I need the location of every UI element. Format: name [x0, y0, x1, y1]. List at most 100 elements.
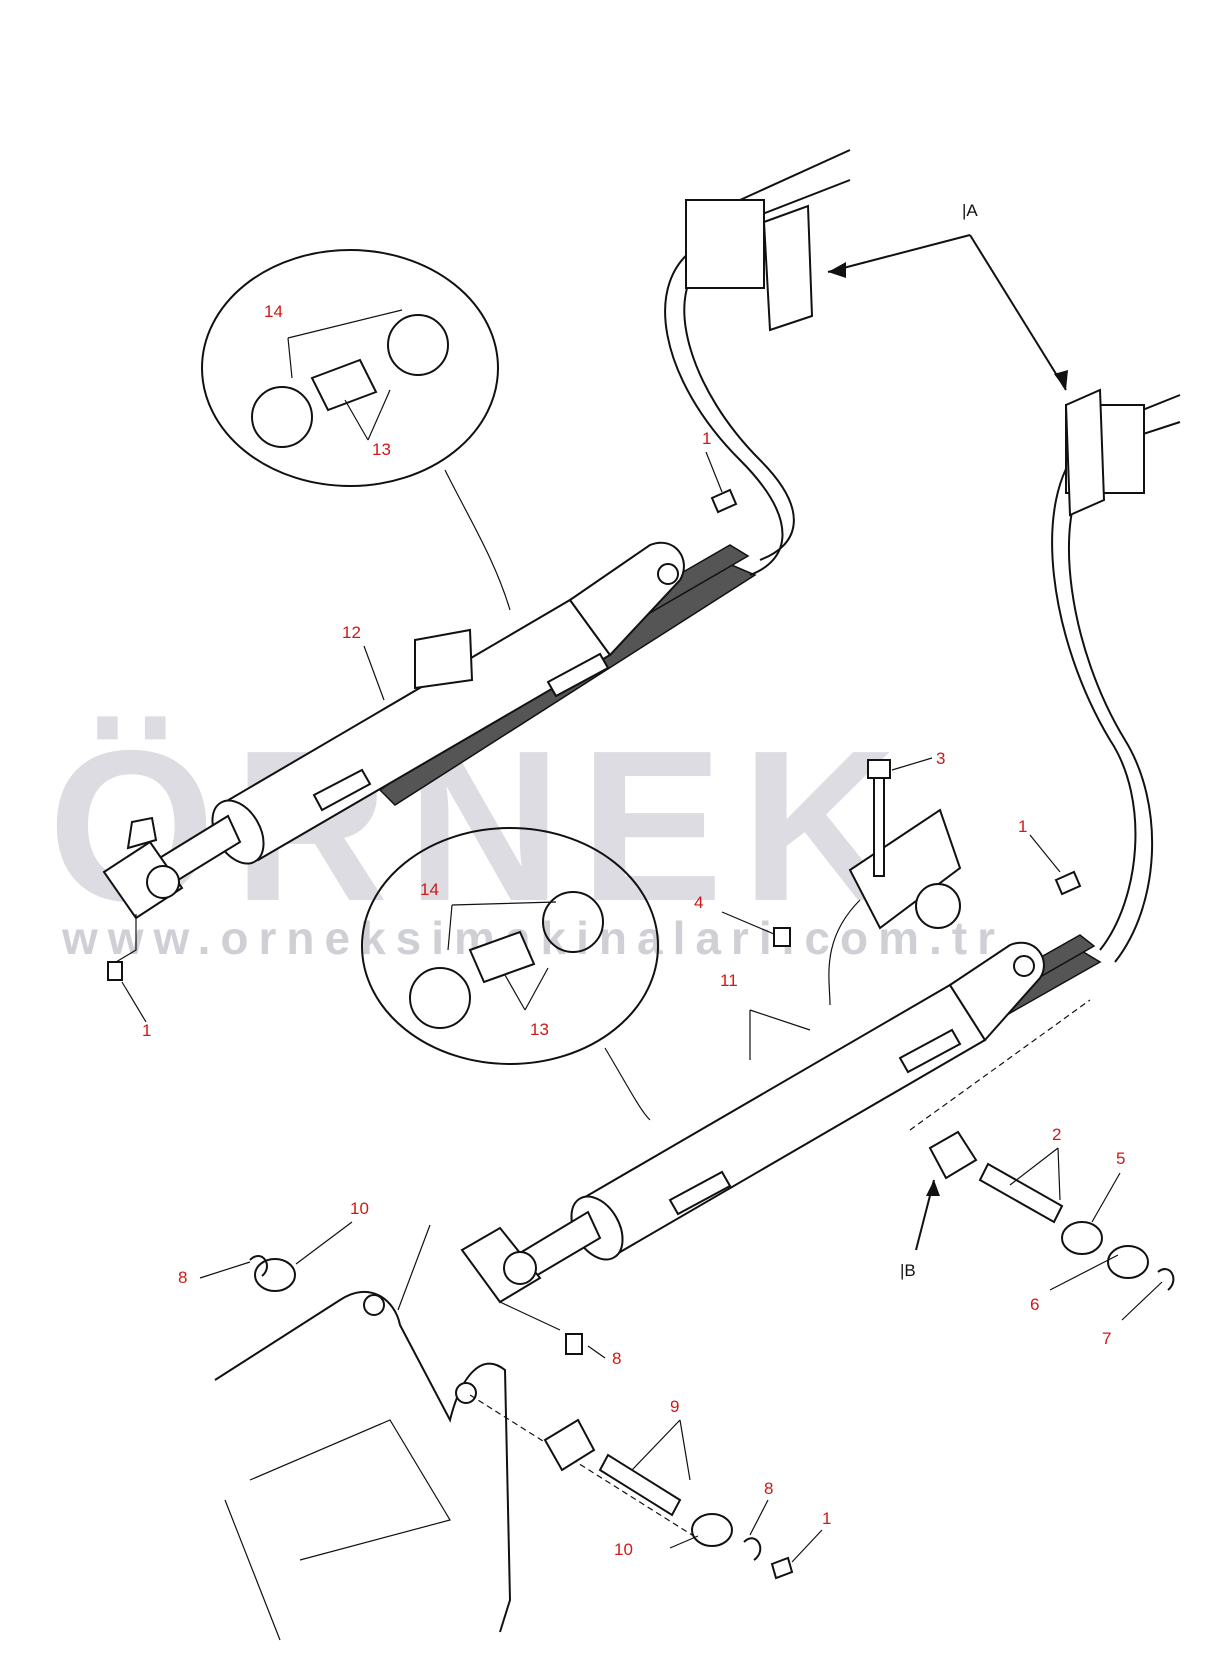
lower-manifold-bracket [1064, 388, 1106, 517]
upper-clevis-bore [657, 563, 679, 585]
label-5-leader [1091, 1172, 1121, 1223]
frame-pin-hole-lower [455, 1382, 477, 1404]
detail-bubble-upper [201, 249, 511, 611]
label-12-leader [363, 645, 385, 701]
washer-10-top [254, 1258, 296, 1292]
callout-labels: 1 1 1 1 2 3 4 5 6 7 8 8 8 9 10 10 11 12 … [142, 201, 1125, 1559]
washer-6 [1107, 1245, 1149, 1279]
pin-right-axis [909, 999, 1091, 1131]
callout-11: 11 [720, 971, 738, 990]
detail-bubble-upper-outline [201, 249, 499, 487]
ref-a-arrows [827, 234, 1068, 391]
hose-upper-a [664, 244, 784, 576]
label-2-leader [1009, 1147, 1061, 1201]
label-1-left-leader [121, 981, 147, 1023]
callout-6: 6 [1030, 1295, 1039, 1314]
hose-clamp-right-middle [542, 891, 604, 953]
hose-clamp-right-upper [387, 314, 449, 376]
grease-nipple-bottom [770, 1556, 794, 1580]
callout-2: 2 [1052, 1125, 1061, 1144]
frame-top-line-2 [759, 179, 851, 216]
hose-sleeve-middle [468, 930, 536, 984]
callout-13-top: 13 [372, 440, 391, 459]
upper-grease-nipple-leader [115, 914, 137, 963]
lower-cylinder [460, 870, 1102, 1304]
leaders-misc [121, 451, 1061, 1023]
hose-lower-a [1051, 444, 1137, 951]
callout-5: 5 [1116, 1149, 1125, 1168]
upper-manifold-bracket [762, 204, 814, 332]
lower-hose-fitting-1 [668, 1170, 732, 1216]
lower-clevis-bore [1013, 955, 1035, 977]
ref-a-arrowhead-upper [828, 262, 846, 278]
snap-ring-8-left [249, 1255, 268, 1277]
pin-lower-axis [469, 1394, 701, 1541]
mounting-bracket [773, 759, 962, 1006]
frame-lower [199, 1221, 823, 1641]
label-4-leader [721, 911, 775, 935]
frame-right-line-2 [1139, 421, 1181, 436]
frame-top-line-1 [739, 149, 851, 201]
pin-9 [598, 1453, 682, 1517]
callout-1-top: 1 [702, 429, 711, 448]
ref-a-arrow-lower [969, 234, 1067, 391]
hose-clamp-left-middle [409, 967, 471, 1029]
bushing-right [928, 1130, 978, 1180]
bracket-boss [915, 883, 961, 929]
bolt-head [867, 759, 891, 779]
callout-1-left: 1 [142, 1021, 151, 1040]
callout-12: 12 [342, 623, 361, 642]
bracket-plate [848, 808, 962, 930]
washer-10-bottom [691, 1513, 733, 1547]
hose-lower-b [1068, 464, 1154, 963]
manifolds [685, 149, 1181, 517]
callout-1-bottom: 1 [822, 1509, 831, 1528]
ref-a-arrowhead-lower [1054, 370, 1068, 390]
callout-4: 4 [694, 893, 703, 912]
boom-frame-inner [249, 1419, 451, 1561]
upper-cylinder-bracket [414, 628, 474, 690]
upper-rod-eye-tab [126, 816, 158, 850]
label-14-leader-upper [287, 309, 403, 379]
detail-bubble-middle [361, 827, 659, 1121]
hose-upper-b [683, 264, 795, 561]
callout-14-top: 14 [264, 302, 283, 321]
rod-eye-pointer [397, 1224, 561, 1331]
upper-rod-eye-bore [146, 865, 180, 899]
label-9-leader [631, 1419, 691, 1481]
ref-b-arrowhead [926, 1180, 940, 1196]
upper-clevis [568, 541, 685, 657]
lower-rod-eye-bore [503, 1251, 537, 1285]
callout-9: 9 [670, 1397, 679, 1416]
label-14-leader-middle [447, 901, 557, 951]
boom-frame-side [224, 1499, 281, 1641]
hose-sleeve-upper [310, 358, 378, 412]
lower-grease-nipple-right [1054, 870, 1082, 896]
callout-13-mid: 13 [530, 1020, 549, 1039]
label-8-bottom-leader [749, 1499, 769, 1536]
label-1-top-leader [705, 451, 723, 493]
detail-bubble-middle-leader [604, 1047, 651, 1121]
washer-5 [1061, 1221, 1103, 1255]
callout-14-mid: 14 [420, 880, 439, 899]
pin-2 [978, 1162, 1064, 1224]
callout-3: 3 [936, 749, 945, 768]
upper-grease-nipple-top [710, 488, 738, 514]
bolt-shank [873, 775, 885, 877]
bushing-lower [543, 1418, 596, 1472]
label-8-mid-leader [587, 1345, 606, 1359]
ref-label-b: |B [900, 1261, 916, 1280]
manifold-hoses [664, 244, 1154, 963]
boom-frame-outline [214, 1290, 512, 1633]
label-7-leader [1121, 1281, 1163, 1321]
upper-cylinder [102, 488, 757, 981]
upper-hose-fitting-1 [312, 768, 372, 812]
label-1-bottom-leader [791, 1529, 823, 1563]
bracket-arm [828, 899, 861, 1006]
callout-7: 7 [1102, 1329, 1111, 1348]
frame-pin-hole-upper [363, 1294, 385, 1316]
label-1-right-leader [1029, 834, 1061, 873]
upper-rod-eye [102, 840, 184, 920]
callout-8-bottom: 8 [764, 1479, 773, 1498]
